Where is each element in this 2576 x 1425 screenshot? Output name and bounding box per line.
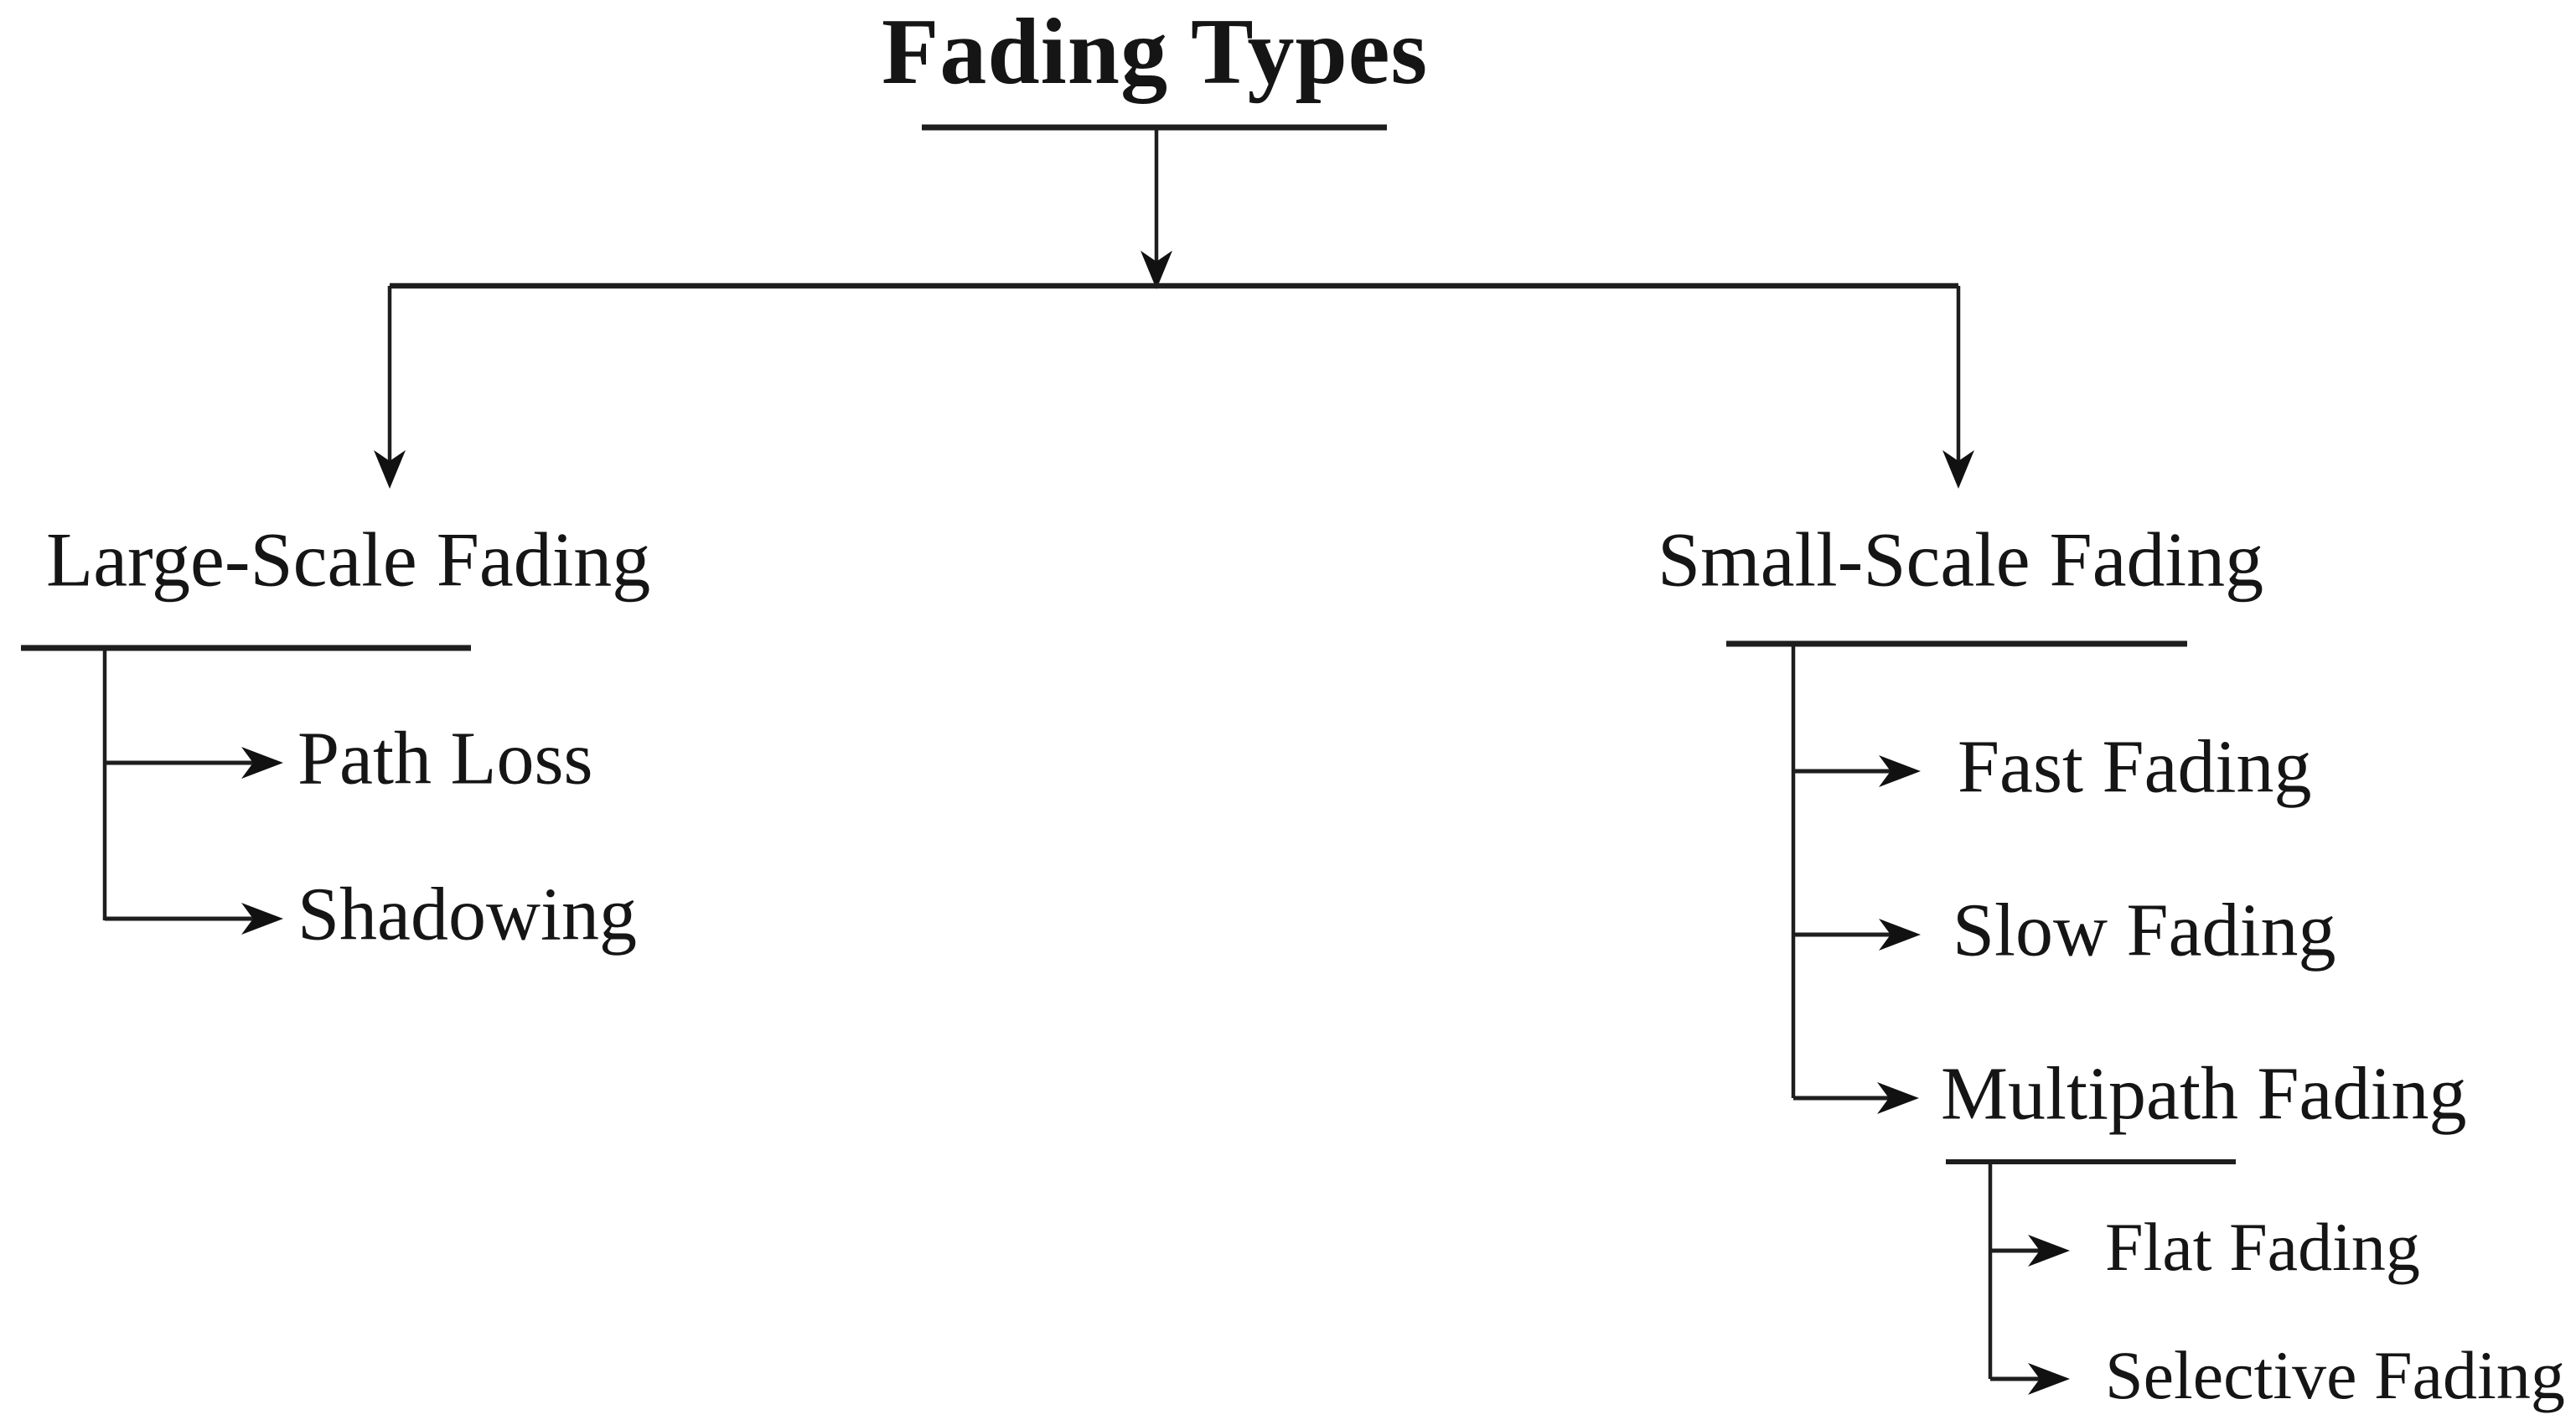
selective-fading-arrow-right-icon (2028, 1363, 2070, 1395)
node-fast-fading: Fast Fading (1958, 725, 2312, 809)
shadowing-arrow-right-icon (241, 903, 283, 935)
node-flat-fading: Flat Fading (2105, 1208, 2420, 1285)
node-multipath-fading: Multipath Fading (1941, 1052, 2467, 1136)
multipath-fading-arrow-right-icon (1877, 1082, 1919, 1114)
right-arrow-down-icon (1942, 450, 1974, 489)
node-large-scale-fading: Large-Scale Fading (46, 516, 651, 603)
node-path-loss: Path Loss (297, 717, 593, 801)
root-arrow-down-icon (1141, 251, 1172, 289)
node-slow-fading: Slow Fading (1953, 889, 2336, 972)
node-small-scale-fading: Small-Scale Fading (1658, 516, 2264, 603)
node-shadowing: Shadowing (297, 873, 637, 956)
slow-fading-arrow-right-icon (1879, 919, 1921, 951)
path-loss-arrow-right-icon (241, 747, 283, 779)
flat-fading-arrow-right-icon (2028, 1235, 2070, 1267)
fast-fading-arrow-right-icon (1879, 755, 1921, 787)
diagram-title: Fading Types (881, 0, 1429, 104)
node-selective-fading: Selective Fading (2105, 1336, 2565, 1413)
left-arrow-down-icon (374, 450, 406, 489)
